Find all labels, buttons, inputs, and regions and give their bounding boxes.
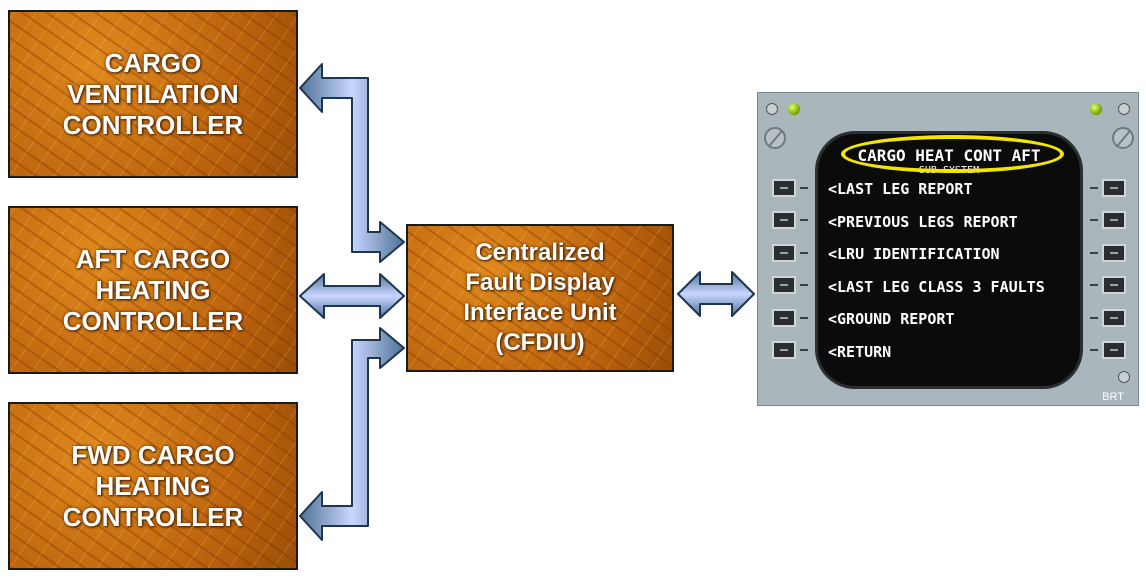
cargo-ventilation-controller-box: CARGO VENTILATION CONTROLLER [8,10,298,178]
lsk-left-2[interactable] [772,211,796,229]
lsk-right-2[interactable] [1102,211,1126,229]
cargo-ventilation-controller-label: CARGO VENTILATION CONTROLLER [62,47,244,140]
mcdu-panel: CARGO HEAT CONT AFT SUB-SYSTEM <LAST LEG… [757,92,1139,406]
arrow-fwd-heating-cfdiu [299,327,405,541]
lsk-left-tick-1 [800,187,808,189]
lsk-right-5[interactable] [1102,309,1126,327]
lsk-left-6[interactable] [772,341,796,359]
indicator-light-left [788,103,800,115]
arrow-aft-heating-cfdiu [299,273,405,319]
menu-ground-report[interactable]: <GROUND REPORT [828,310,955,328]
mcdu-screen: CARGO HEAT CONT AFT SUB-SYSTEM <LAST LEG… [815,131,1083,389]
menu-lru-identification[interactable]: <LRU IDENTIFICATION [828,245,1000,263]
menu-last-leg-report[interactable]: <LAST LEG REPORT [828,180,973,198]
lsk-left-tick-6 [800,349,808,351]
lsk-right-6[interactable] [1102,341,1126,359]
screw-top-left [766,103,778,115]
lsk-left-tick-3 [800,252,808,254]
lsk-right-tick-4 [1090,284,1098,286]
lsk-left-4[interactable] [772,276,796,294]
lsk-left-tick-5 [800,317,808,319]
lsk-right-tick-5 [1090,317,1098,319]
aft-cargo-heating-controller-box: AFT CARGO HEATING CONTROLLER [8,206,298,374]
screw-top-right [1118,103,1130,115]
cfdiu-box: Centralized Fault Display Interface Unit… [406,224,674,372]
lsk-left-tick-4 [800,284,808,286]
fwd-cargo-heating-controller-box: FWD CARGO HEATING CONTROLLER [8,402,298,570]
indicator-light-right [1090,103,1102,115]
lsk-left-3[interactable] [772,244,796,262]
aft-cargo-heating-controller-label: AFT CARGO HEATING CONTROLLER [62,243,244,336]
highlight-oval [841,135,1064,173]
lsk-left-tick-2 [800,219,808,221]
lsk-right-tick-1 [1090,187,1098,189]
lsk-right-4[interactable] [1102,276,1126,294]
menu-return[interactable]: <RETURN [828,343,892,361]
lsk-right-tick-6 [1090,349,1098,351]
cfdiu-label: Centralized Fault Display Interface Unit… [463,239,617,356]
brt-label: BRT [1102,391,1124,403]
lsk-right-tick-2 [1090,219,1098,221]
menu-last-leg-class-3-faults[interactable]: <LAST LEG CLASS 3 FAULTS [828,278,1045,296]
lsk-left-1[interactable] [772,179,796,197]
menu-previous-legs-report[interactable]: <PREVIOUS LEGS REPORT [828,213,1018,231]
arrow-cfdiu-mcdu [677,271,755,317]
lsk-right-1[interactable] [1102,179,1126,197]
fwd-cargo-heating-controller-label: FWD CARGO HEATING CONTROLLER [62,439,244,532]
lsk-left-5[interactable] [772,309,796,327]
screw-bottom-right [1118,371,1130,383]
arrow-ventilation-cfdiu [299,63,405,263]
lsk-right-3[interactable] [1102,244,1126,262]
lsk-right-tick-3 [1090,252,1098,254]
adjust-knob-left[interactable] [764,127,786,149]
adjust-knob-right[interactable] [1112,127,1134,149]
